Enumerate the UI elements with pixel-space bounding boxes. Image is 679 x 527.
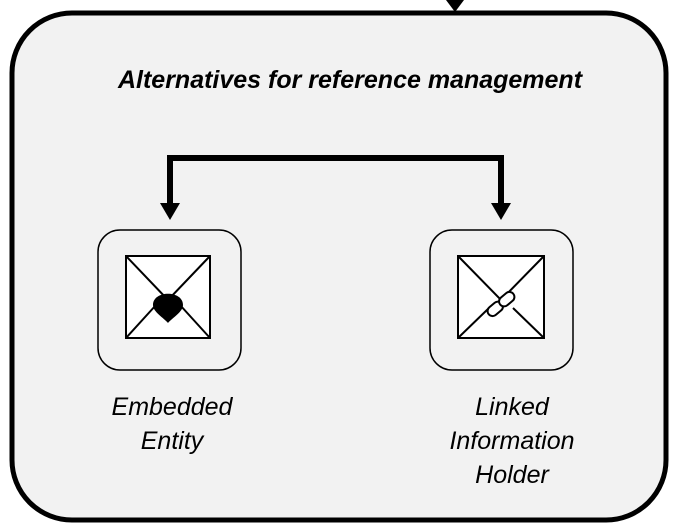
branch-connector: [167, 155, 504, 205]
label-line: Embedded: [111, 393, 233, 421]
envelope-with-link-icon: [429, 229, 574, 371]
embedded-entity-label: Embedded Entity: [72, 390, 272, 458]
label-line: Holder: [475, 461, 549, 489]
label-line: Linked: [475, 393, 549, 421]
envelope-with-seal-icon: [97, 229, 242, 371]
arrowhead-left: [160, 203, 180, 220]
alternatives-frame: [9, 10, 669, 523]
diagram-title: Alternatives for reference management: [117, 66, 583, 94]
incoming-arrowhead: [446, 0, 464, 12]
label-line: Information: [449, 427, 575, 455]
linked-information-holder-label: Linked Information Holder: [412, 390, 612, 492]
label-line: Entity: [140, 427, 204, 455]
arrowhead-right: [491, 203, 511, 220]
